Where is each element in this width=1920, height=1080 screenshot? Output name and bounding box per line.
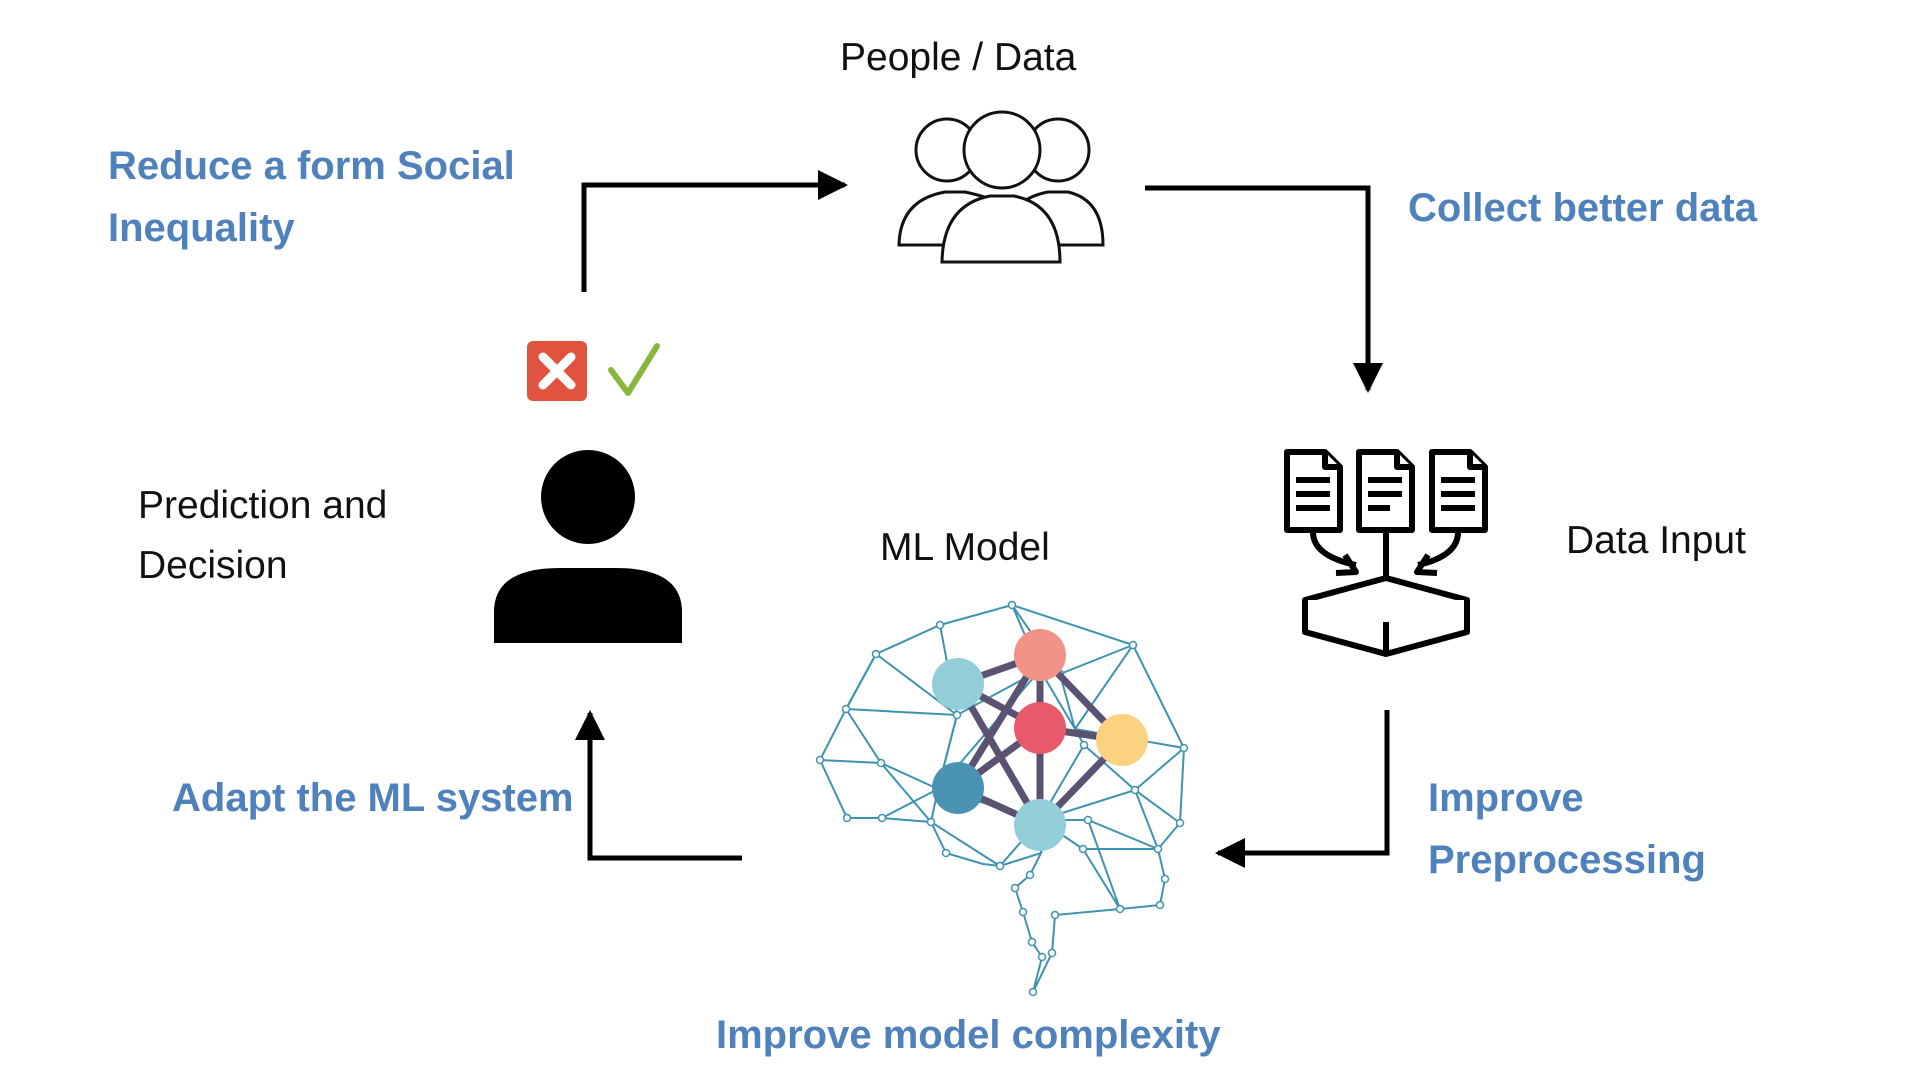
- network-node: [1096, 714, 1148, 766]
- brain-network-icon: [815, 600, 1189, 997]
- network-node: [1014, 702, 1066, 754]
- person-icon: [494, 450, 682, 643]
- people-group-icon: [897, 110, 1105, 264]
- documents-to-database-icon: [1284, 449, 1488, 657]
- improve-preprocessing-label: Improve Preprocessing: [1428, 767, 1706, 891]
- reduce-inequality-label: Reduce a form Social Inequality: [108, 135, 515, 259]
- improve-preprocessing-line2: Preprocessing: [1428, 838, 1706, 882]
- adapt-ml-system-label: Adapt the ML system: [172, 776, 574, 820]
- reject-x-icon: [527, 341, 587, 401]
- collect-better-data-label: Collect better data: [1408, 186, 1757, 230]
- arrow-data-input-to-model: [1215, 710, 1390, 868]
- network-node: [932, 658, 984, 710]
- accept-check-icon: [608, 343, 660, 396]
- data-input-label: Data Input: [1566, 519, 1746, 562]
- network-node: [1014, 799, 1066, 851]
- prediction-decision-label: Prediction and Decision: [138, 476, 387, 597]
- ml-model-label: ML Model: [880, 526, 1050, 569]
- arrow-model-to-decision: [575, 710, 742, 861]
- prediction-decision-line1: Prediction and: [138, 484, 388, 527]
- network-node: [1014, 629, 1066, 681]
- people-data-label: People / Data: [840, 36, 1077, 79]
- arrow-people-to-data-input: [1145, 185, 1383, 393]
- arrow-decision-to-people: [581, 170, 848, 292]
- reduce-inequality-line2: Inequality: [108, 206, 295, 250]
- prediction-decision-line2: Decision: [138, 544, 288, 588]
- reduce-inequality-line1: Reduce a form Social: [108, 144, 515, 188]
- network-node: [932, 762, 984, 814]
- improve-preprocessing-line1: Improve: [1428, 776, 1584, 820]
- improve-model-complexity-label: Improve model complexity: [716, 1013, 1221, 1057]
